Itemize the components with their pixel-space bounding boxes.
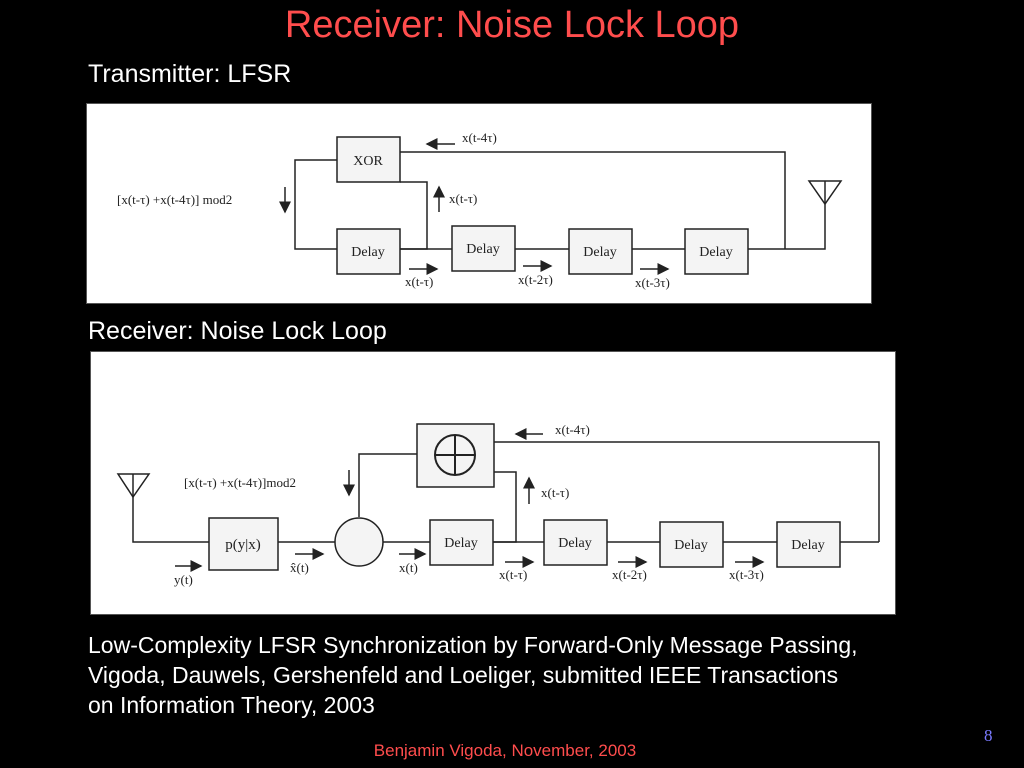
transmitter-diagram: XOR Delay Delay Delay Delay x(t-4τ) [x(t… (86, 103, 872, 304)
slide-footer: Benjamin Vigoda, November, 2003 (373, 741, 637, 760)
slide-title: Receiver: Noise Lock Loop (284, 4, 740, 46)
rx-circled-plus-icon (434, 434, 476, 476)
tx-delay-block-2: Delay (451, 225, 516, 272)
tx-label-x-t4: x(t-4τ) (462, 130, 497, 145)
rx-label-xhat: x̂(t) (290, 560, 309, 575)
rx-antenna-icon (116, 473, 151, 499)
tx-delay-block-3: Delay (568, 228, 633, 275)
receiver-heading: Receiver: Noise Lock Loop (88, 317, 387, 345)
tx-delay-label: Delay (466, 242, 499, 257)
caption-line: Vigoda, Dauwels, Gershenfeld and Loelige… (88, 662, 839, 688)
rx-likelihood-label: p(y|x) (225, 537, 261, 553)
tx-delay-label: Delay (699, 245, 732, 260)
rx-delay-label: Delay (674, 538, 707, 553)
rx-likelihood-block: p(y|x) (208, 517, 279, 571)
rx-label-x-t2: x(t-2τ) (612, 567, 647, 582)
rx-feedback-wire (494, 441, 880, 542)
tx-label-x-t2: x(t-2τ) (518, 272, 553, 287)
rx-delay-label: Delay (791, 538, 824, 553)
rx-xor-to-node-wire (358, 453, 417, 517)
rx-label-x-t4: x(t-4τ) (555, 422, 590, 437)
rx-feedback-expr: [x(t-τ) +x(t-4τ)]mod2 (184, 475, 296, 490)
caption-line: Low-Complexity LFSR Synchronization by F… (88, 632, 858, 658)
tx-feedback-expr: [x(t-τ) +x(t-4τ)] mod2 (117, 192, 232, 207)
transmitter-svg: XOR Delay Delay Delay Delay x(t-4τ) [x(t… (117, 130, 843, 290)
page-number: 8 (984, 726, 993, 745)
tx-feedback-wire (400, 151, 786, 249)
tx-xor-block: XOR (336, 136, 401, 183)
tx-xor-loop-wire (294, 159, 337, 250)
rx-label-x-t1-up: x(t-τ) (541, 485, 569, 500)
tx-label-x-t1: x(t-τ) (405, 274, 433, 289)
rx-delay-block-2: Delay (543, 519, 608, 566)
rx-delay-block-3: Delay (659, 521, 724, 568)
tx-antenna-icon (807, 180, 843, 206)
rx-label-x: x(t) (399, 560, 418, 575)
rx-delay-block-1: Delay (429, 519, 494, 566)
rx-delay-block-4: Delay (776, 521, 841, 568)
caption-line: on Information Theory, 2003 (88, 692, 375, 718)
tx-label-x-t1-up: x(t-τ) (449, 191, 477, 206)
rx-label-y: y(t) (174, 572, 193, 587)
transmitter-heading: Transmitter: LFSR (88, 60, 292, 88)
rx-label-x-t3: x(t-3τ) (729, 567, 764, 582)
rx-circle-node-icon (334, 517, 384, 567)
tx-delay-label: Delay (351, 245, 384, 260)
receiver-svg: p(y|x) Delay Delay Delay De (116, 422, 880, 587)
tx-delay-label: Delay (583, 245, 616, 260)
tx-delay-block-1: Delay (336, 228, 401, 275)
rx-delay-label: Delay (444, 536, 477, 551)
rx-delay-label: Delay (558, 536, 591, 551)
rx-antenna-wire (132, 497, 209, 543)
tx-delay1-to-xor-wire (400, 181, 428, 250)
rx-delay1-to-xor-wire (493, 471, 517, 543)
tx-xor-label: XOR (353, 154, 383, 169)
citation-caption: Low-Complexity LFSR Synchronization by F… (88, 630, 988, 720)
rx-label-x-t1: x(t-τ) (499, 567, 527, 582)
tx-label-x-t3: x(t-3τ) (635, 275, 670, 290)
rx-xor-block (416, 423, 495, 488)
receiver-diagram: p(y|x) Delay Delay Delay De (90, 351, 896, 615)
tx-delay-block-4: Delay (684, 228, 749, 275)
tx-wire-4 (748, 204, 826, 250)
